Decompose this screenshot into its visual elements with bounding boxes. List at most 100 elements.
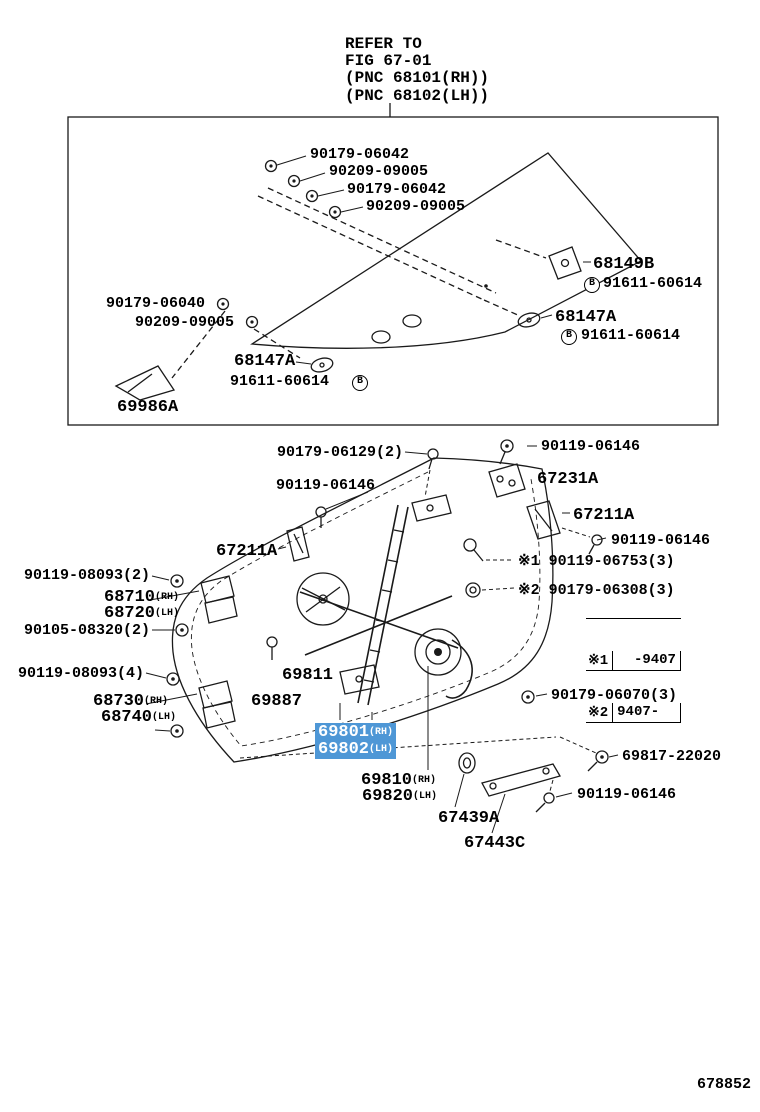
code-67443C-text: 67443C [464, 834, 526, 853]
circle-b-icon: B [584, 277, 600, 293]
screw-icon [587, 750, 609, 772]
screw-icon [315, 506, 327, 528]
code-68740-suffix: (LH) [152, 712, 177, 723]
fig-reference-text: FIG 67-01 [345, 52, 432, 70]
pn-69817-22020-text: 69817-22020 [622, 748, 722, 765]
code-68720: 68720(LH) [104, 605, 179, 622]
pn-91611-60614-1-text: 91611-60614 [603, 275, 703, 292]
pnc-rh-text: (PNC 68101(RH)) [345, 69, 490, 87]
pn-90119-06146-top-text: 90119-06146 [541, 438, 641, 455]
upper-view-frame [67, 103, 719, 426]
pn-90179-06308-text: ※2 90179-06308(3) [518, 582, 675, 599]
bolt-69811 [266, 636, 278, 660]
pn-90119-08093-a-text: 90119-08093(2) [24, 567, 151, 584]
screw-icon [264, 159, 278, 173]
legend-marker-2: ※2 [588, 705, 609, 721]
code-67211A-left-text: 67211A [216, 542, 278, 561]
pn-90179-06129-text: 90179-06129(2) [277, 444, 404, 461]
bracket-67231a [488, 463, 526, 498]
bracket-68147a-left [310, 357, 334, 373]
code-69802[interactable]: 69802(LH) [315, 740, 397, 759]
pn-90119-06146-bot: 90119-06146 [577, 787, 676, 802]
pn-90105-08320-a: 90105-08320(2) [24, 623, 150, 638]
bolt-icon [465, 582, 481, 598]
channel-end-dot [484, 284, 488, 288]
pn-91611-60614-3-text: 91611-60614 [230, 373, 330, 390]
regulator-motor-icon [414, 628, 473, 699]
code-68710-suffix: (RH) [155, 592, 180, 603]
code-67211A-right: 67211A [573, 507, 634, 524]
glass-outline [250, 152, 643, 349]
screw-icon [588, 534, 603, 555]
pn-90209-09005-3: 90209-09005 [135, 315, 234, 330]
pn-91611-60614-3: 91611-60614 [230, 374, 329, 389]
code-69820: 69820(LH) [362, 788, 437, 805]
pn-90119-06146-left: 90119-06146 [276, 478, 375, 493]
pn-90179-06040-text: 90179-06040 [106, 295, 206, 312]
code-68730-text: 68730 [93, 692, 145, 711]
pnc-lh-text: (PNC 68102(LH)) [345, 87, 490, 105]
bolt-icon [463, 538, 484, 562]
code-69810-suffix: (RH) [412, 775, 437, 786]
code-68710-text: 68710 [104, 588, 156, 607]
code-68720-text: 68720 [104, 604, 156, 623]
pn-90105-08320-a-text: 90105-08320(2) [24, 622, 151, 639]
refer-to-line-text: REFER TO [345, 35, 422, 53]
code-67231A-text: 67231A [537, 470, 599, 489]
screw-icon [216, 297, 230, 311]
pn-91611-60614-1: 91611-60614 [603, 276, 702, 291]
pn-90209-09005-2: 90209-09005 [366, 199, 465, 214]
bracket-68147a-right [517, 312, 541, 328]
legend-row: ※1 -9407 [586, 651, 681, 671]
code-68730: 68730(RH) [93, 693, 168, 710]
code-67443C: 67443C [464, 835, 525, 852]
pn-90209-09005-1-text: 90209-09005 [329, 163, 429, 180]
hinge-lower-icon [166, 672, 236, 738]
legend-marker-1: ※1 [588, 653, 609, 669]
code-68149B: 68149B [593, 256, 654, 273]
pn-90119-08093-b-text: 90119-08093(4) [18, 665, 145, 682]
screw-icon [427, 448, 439, 470]
code-68720-suffix: (LH) [155, 608, 180, 619]
screw-icon [287, 174, 301, 188]
pn-90179-06040: 90179-06040 [106, 296, 205, 311]
code-69802-text: 69802 [318, 740, 370, 759]
screw-icon [521, 690, 535, 704]
circle-b-icon: B [352, 375, 368, 391]
pn-90209-09005-2-text: 90209-09005 [366, 198, 466, 215]
legend-range-2: 9407- [612, 703, 681, 722]
code-68740-text: 68740 [101, 708, 153, 727]
pn-90119-08093-a: 90119-08093(2) [24, 568, 150, 583]
pn-90119-06146-bot-text: 90119-06146 [577, 786, 677, 803]
code-67231A: 67231A [537, 471, 598, 488]
door-panel-outline [171, 457, 554, 763]
pn-90179-06308: ※2 90179-06308(3) [518, 583, 675, 598]
code-69801[interactable]: 69801(RH) [315, 723, 397, 742]
channel-67211a-right [526, 500, 561, 540]
pn-90119-06753: ※1 90119-06753(3) [518, 554, 675, 569]
code-68730-suffix: (RH) [144, 696, 169, 707]
pn-90179-06042-2-text: 90179-06042 [347, 181, 447, 198]
screw-icon [328, 205, 342, 219]
code-67439A-text: 67439A [438, 809, 500, 828]
pn-90119-06146-left-text: 90119-06146 [276, 477, 376, 494]
pn-90179-06042-2: 90179-06042 [347, 182, 446, 197]
code-69887-text: 69887 [251, 692, 303, 711]
bracket-69887 [339, 664, 380, 695]
screw-icon [305, 189, 319, 203]
code-69820-suffix: (LH) [413, 791, 438, 802]
code-69986A-text: 69986A [117, 398, 179, 417]
screw-icon [499, 439, 514, 465]
code-67211A-right-text: 67211A [573, 506, 635, 525]
bracket-69986a [114, 365, 176, 401]
circle-b-icon: B [561, 329, 577, 345]
code-69810-text: 69810 [361, 771, 413, 790]
code-69811-text: 69811 [282, 666, 334, 685]
fasteners-lower [315, 439, 609, 813]
channel-67211a-left [286, 526, 310, 562]
code-67211A-left: 67211A [216, 543, 277, 560]
code-67439A: 67439A [438, 810, 499, 827]
pn-90179-06042-1: 90179-06042 [310, 147, 409, 162]
